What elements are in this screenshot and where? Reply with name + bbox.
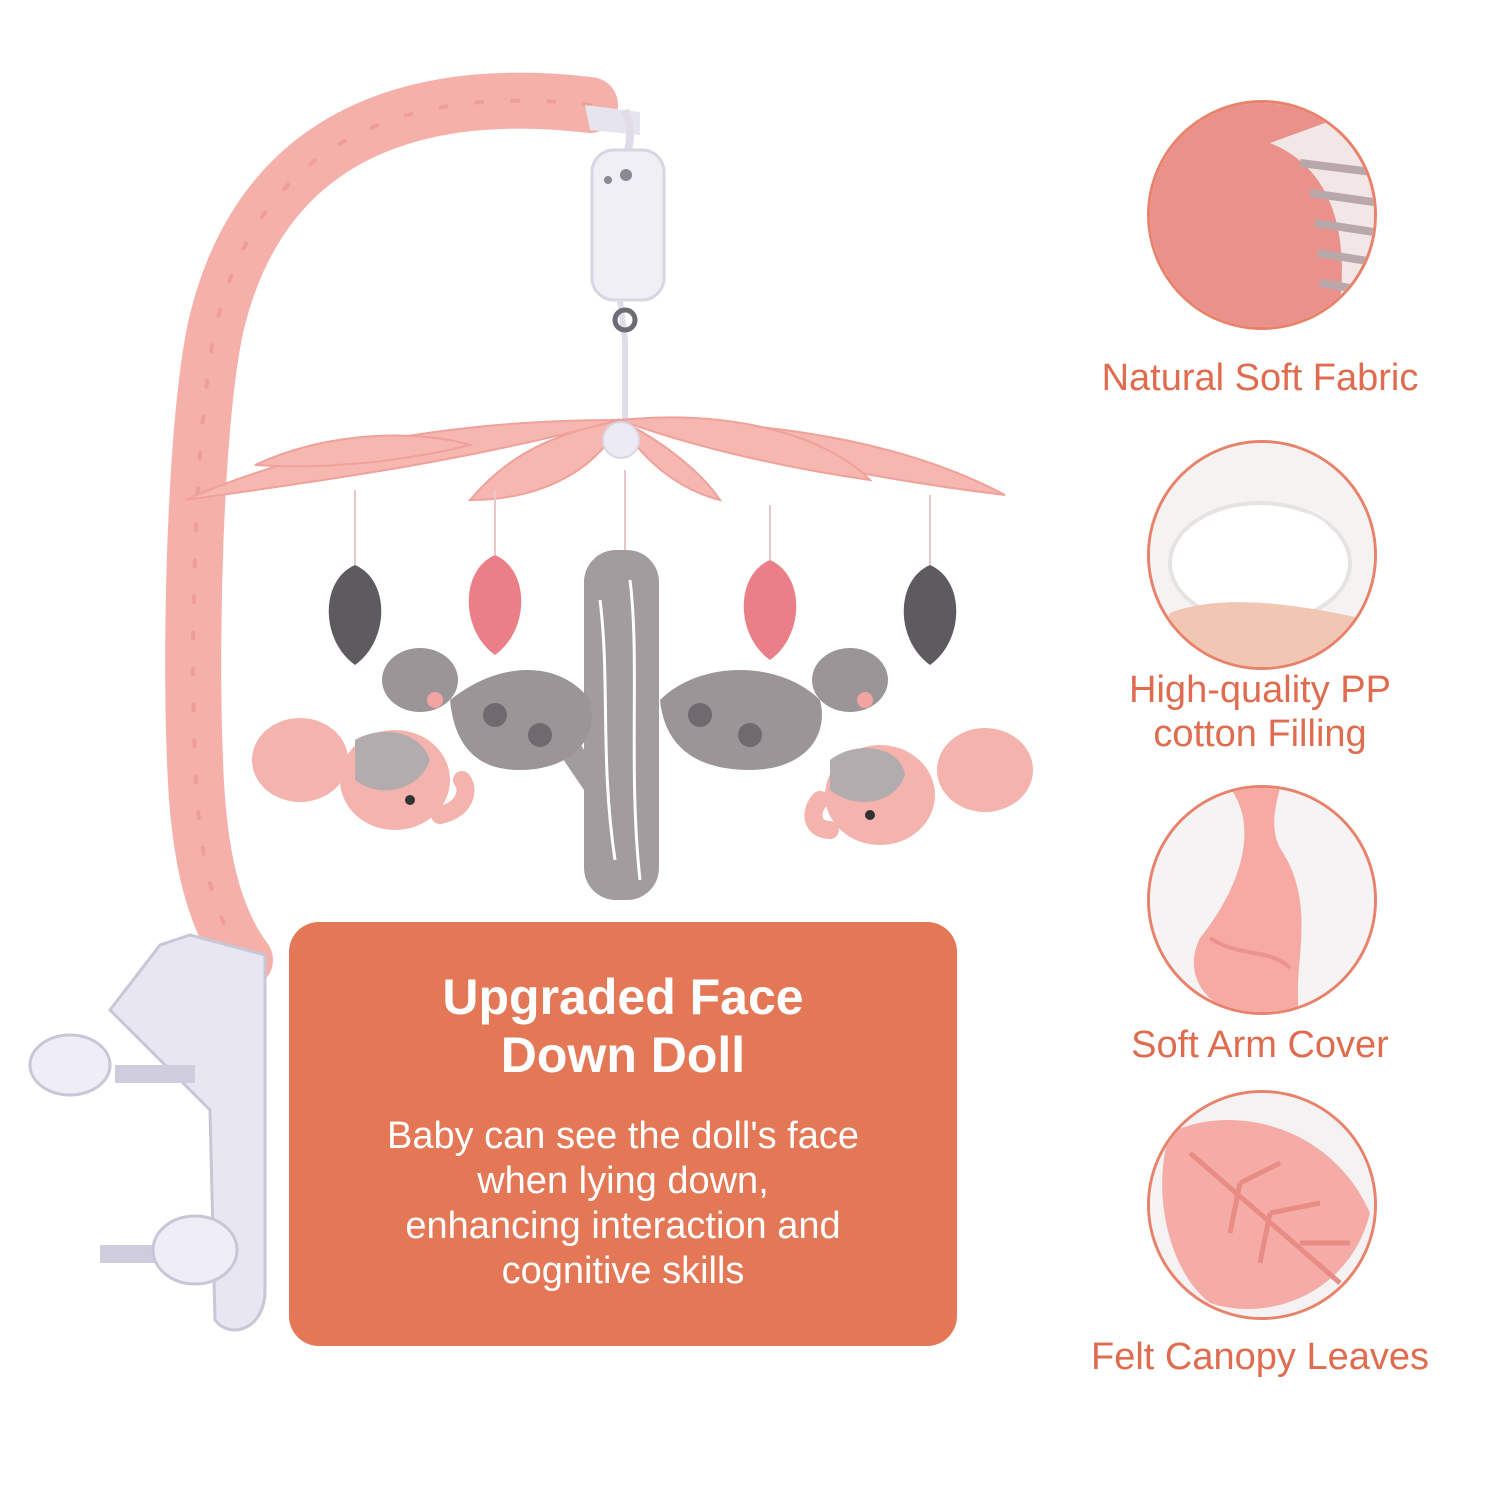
feature-label-line: cotton Filling: [1153, 713, 1367, 755]
feature-label-line: High-quality PP: [1129, 669, 1391, 711]
felt-canopy: [184, 416, 1006, 502]
giraffe-plush-right: [660, 648, 888, 770]
hanging-leaf-gray-right: [903, 565, 957, 665]
feature-label-line: Felt Canopy Leaves: [1091, 1336, 1429, 1378]
elephant-plush-left: [252, 718, 475, 830]
feature-label-line: Natural Soft Fabric: [1101, 357, 1419, 399]
callout-body-line: when lying down,: [477, 1160, 769, 1202]
hanging-leaf-pink-left: [468, 555, 522, 655]
callout-title-line: Down Doll: [500, 1027, 746, 1083]
mobile-arm-cover: [165, 72, 640, 988]
callout-body-line: Baby can see the doll's face: [387, 1115, 859, 1157]
feature-label: Soft Arm Cover: [1040, 1023, 1480, 1067]
canopy-hub: [602, 421, 640, 459]
hanging-leaf-gray-left: [328, 565, 382, 665]
callout-body-line: enhancing interaction and: [405, 1205, 841, 1247]
giraffe-plush-left: [382, 648, 592, 770]
hanging-leaf-pink-right: [743, 560, 797, 660]
cotton-filling-icon: [1147, 440, 1377, 670]
felt-leaf-closeup-icon: [1147, 1090, 1377, 1320]
callout-description: Baby can see the doll's face when lying …: [329, 1114, 917, 1294]
callout-body-line: cognitive skills: [501, 1250, 745, 1292]
feature-label: High-quality PP cotton Filling: [1040, 668, 1480, 756]
feature-label-line: Soft Arm Cover: [1131, 1024, 1389, 1066]
callout-title: Upgraded Face Down Doll: [329, 968, 917, 1084]
elephant-plush-right: [804, 728, 1033, 845]
callout-title-line: Upgraded Face: [442, 969, 804, 1025]
face-down-doll-callout: Upgraded Face Down Doll Baby can see the…: [289, 922, 957, 1346]
music-box: [590, 108, 666, 420]
arm-cover-closeup-icon: [1147, 785, 1377, 1015]
feature-label: Natural Soft Fabric: [1040, 356, 1480, 400]
fabric-closeup-icon: [1147, 100, 1377, 330]
feature-label: Felt Canopy Leaves: [1040, 1335, 1480, 1379]
crib-clamp: [28, 933, 267, 1332]
